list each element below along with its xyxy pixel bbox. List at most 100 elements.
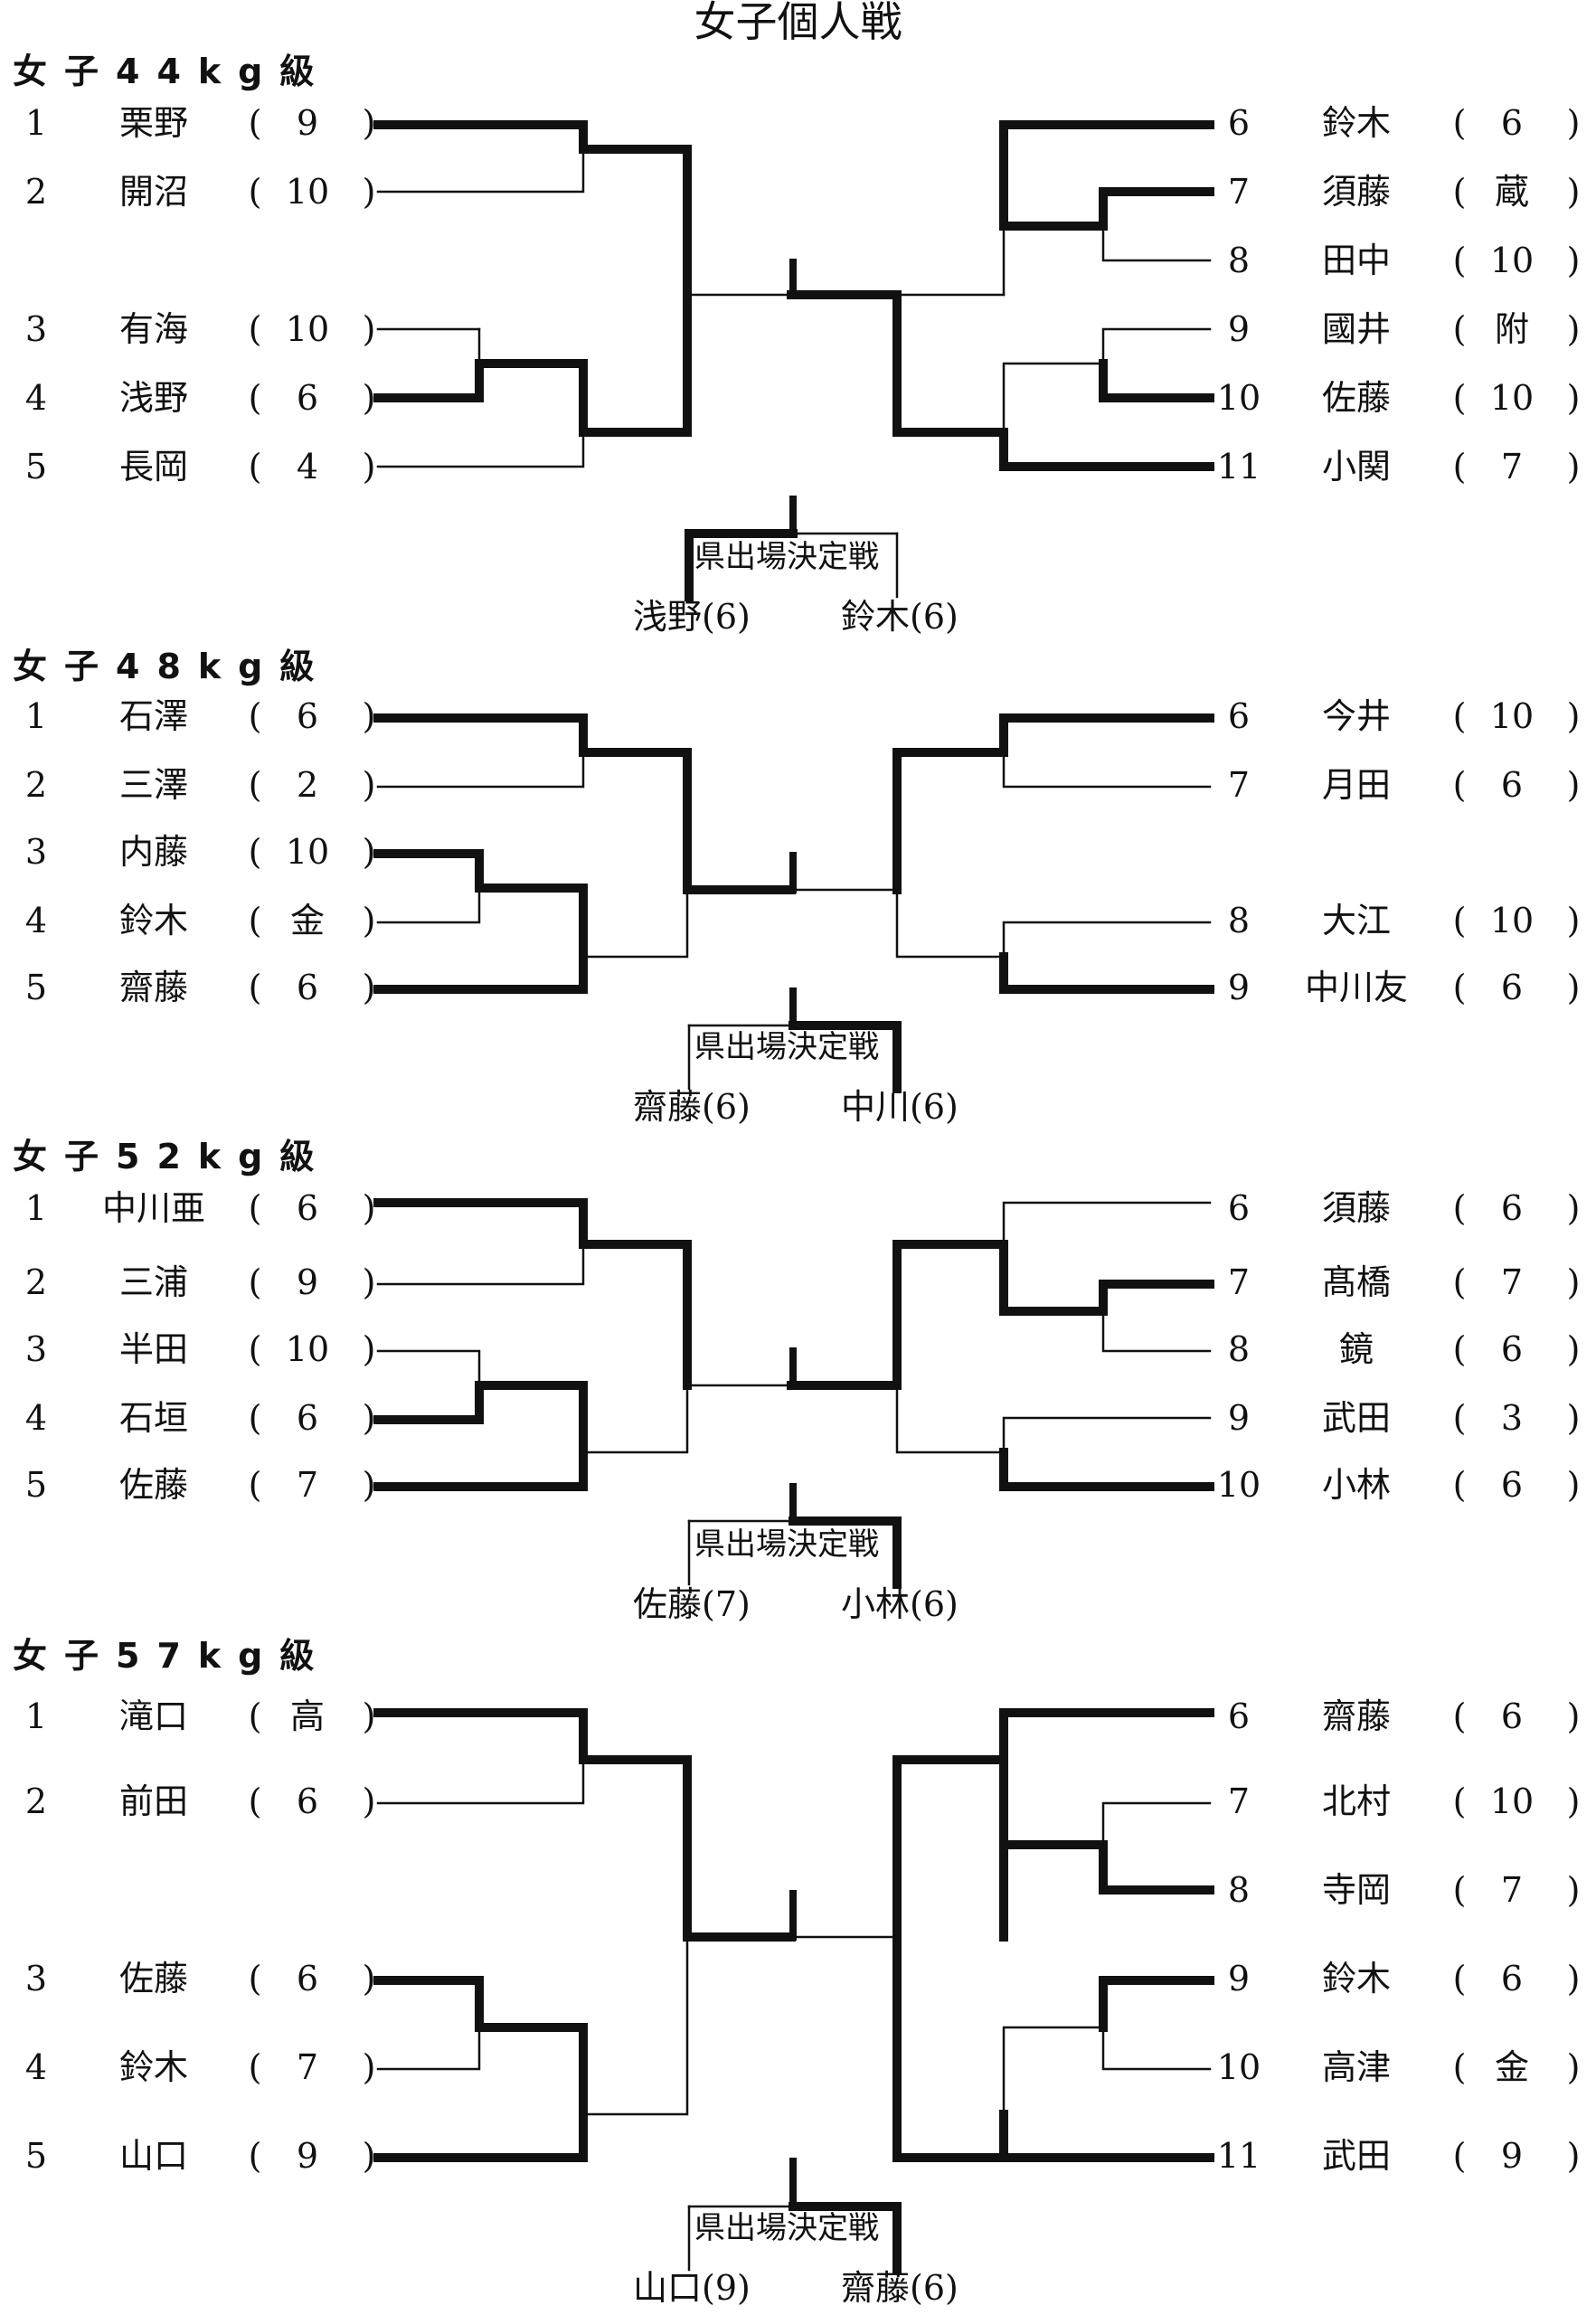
entry-number: 2	[24, 1262, 48, 1302]
close-paren: )	[362, 1465, 376, 1505]
entry-name: 寺岡	[1321, 1870, 1391, 1910]
entry-team: 10	[1489, 378, 1535, 418]
open-paren: (	[1452, 1398, 1467, 1438]
entry-number: 8	[1227, 1329, 1251, 1369]
entry-number: 11	[1216, 447, 1261, 487]
open-paren: (	[1452, 1781, 1467, 1821]
entry-number: 6	[1227, 696, 1251, 736]
open-paren: (	[1452, 1262, 1467, 1302]
entry-team: 3	[1500, 1398, 1524, 1438]
open-paren: (	[1452, 2136, 1467, 2176]
open-paren: (	[1452, 241, 1467, 280]
open-paren: (	[248, 103, 262, 143]
entry-number: 2	[24, 172, 48, 212]
close-paren: )	[1566, 447, 1581, 487]
entry-name: 佐藤	[118, 1465, 188, 1505]
entry-team: 6	[1500, 968, 1524, 1007]
entry-number: 9	[1227, 1959, 1251, 1998]
close-paren: )	[1566, 1959, 1581, 1998]
page-title: 女子個人戦	[694, 0, 902, 46]
entry-team: 7	[1500, 1870, 1524, 1910]
close-paren: )	[1566, 2047, 1581, 2087]
entry-name: 三浦	[118, 1262, 188, 1302]
open-paren: (	[248, 2136, 262, 2176]
close-paren: )	[1566, 1188, 1581, 1228]
entry-number: 9	[1227, 1398, 1251, 1438]
entry-name: 栗野	[118, 103, 188, 143]
open-paren: (	[248, 1781, 262, 1821]
entry-number: 7	[1227, 1262, 1251, 1302]
entry-name: 鈴木	[118, 901, 188, 940]
open-paren: (	[1452, 1465, 1467, 1505]
entry-team: 6	[1500, 1188, 1524, 1228]
entry-number: 6	[1227, 103, 1251, 143]
entry-name: 齋藤	[1321, 1696, 1391, 1736]
close-paren: )	[1566, 103, 1581, 143]
open-paren: (	[1452, 696, 1467, 736]
entry-number: 9	[1227, 309, 1251, 349]
close-paren: )	[1566, 2136, 1581, 2176]
entry-number: 4	[24, 1398, 48, 1438]
category-heading: 女子52kg級	[13, 1137, 332, 1176]
entry-name: 山口	[118, 2136, 188, 2176]
entry-name: 國井	[1321, 309, 1391, 349]
entry-team: 6	[296, 378, 319, 418]
open-paren: (	[248, 378, 262, 418]
close-paren: )	[1566, 1781, 1581, 1821]
entry-name: 北村	[1321, 1781, 1391, 1821]
open-paren: (	[1452, 172, 1467, 212]
close-paren: )	[362, 1696, 376, 1736]
open-paren: (	[248, 1959, 262, 1998]
entry-team: 10	[1489, 901, 1535, 940]
entry-name: 月田	[1321, 765, 1391, 805]
entry-team: 10	[1489, 696, 1535, 736]
entry-name: 高津	[1321, 2047, 1391, 2087]
open-paren: (	[248, 1188, 262, 1228]
entry-team: 10	[285, 832, 330, 872]
close-paren: )	[362, 2047, 376, 2087]
close-paren: )	[1566, 1262, 1581, 1302]
entry-number: 10	[1216, 378, 1261, 418]
close-paren: )	[1566, 765, 1581, 805]
entry-number: 8	[1227, 1870, 1251, 1910]
entry-team: 高	[289, 1696, 325, 1736]
open-paren: (	[1452, 968, 1467, 1007]
category-heading: 女子57kg級	[13, 1636, 332, 1676]
entry-number: 10	[1216, 1465, 1261, 1505]
entry-name: 浅野	[118, 378, 188, 418]
open-paren: (	[248, 1262, 262, 1302]
open-paren: (	[248, 172, 262, 212]
close-paren: )	[362, 103, 376, 143]
close-paren: )	[1566, 968, 1581, 1007]
entry-team: 6	[1500, 103, 1524, 143]
entry-number: 2	[24, 765, 48, 805]
entry-team: 9	[296, 103, 319, 143]
close-paren: )	[362, 696, 376, 736]
entry-name: 小林	[1321, 1465, 1391, 1505]
entry-name: 鈴木	[1321, 1959, 1391, 1998]
close-paren: )	[362, 378, 376, 418]
entry-number: 3	[24, 1959, 48, 1998]
entry-number: 6	[1227, 1696, 1251, 1736]
playoff-right: 中川(6)	[841, 1087, 959, 1127]
close-paren: )	[1566, 378, 1581, 418]
entry-name: 鈴木	[118, 2047, 188, 2087]
close-paren: )	[362, 309, 376, 349]
open-paren: (	[248, 1398, 262, 1438]
entry-team: 7	[1500, 1262, 1524, 1302]
category-heading: 女子44kg級	[13, 52, 332, 91]
entry-number: 1	[24, 103, 48, 143]
entry-number: 1	[24, 1188, 48, 1228]
open-paren: (	[248, 832, 262, 872]
open-paren: (	[248, 447, 262, 487]
playoff-left: 佐藤(7)	[633, 1584, 751, 1624]
playoff-right: 齋藤(6)	[841, 2268, 959, 2308]
entry-number: 10	[1216, 2047, 1261, 2087]
open-paren: (	[1452, 103, 1467, 143]
entry-name: 佐藤	[118, 1959, 188, 1998]
open-paren: (	[1452, 1959, 1467, 1998]
open-paren: (	[1452, 378, 1467, 418]
open-paren: (	[248, 696, 262, 736]
